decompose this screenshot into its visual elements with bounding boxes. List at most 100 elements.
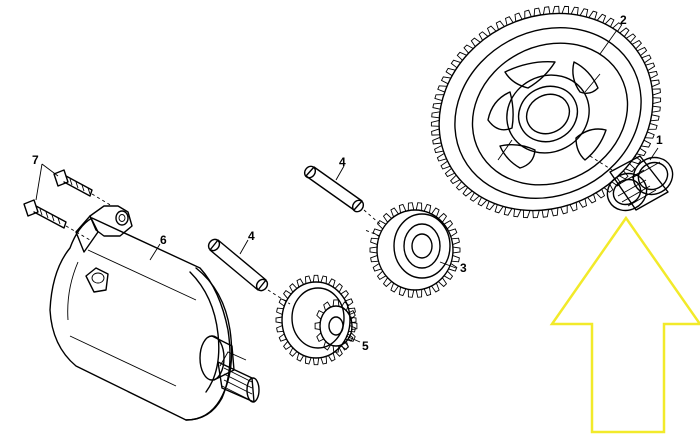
gear-tooth [486,25,497,35]
part-3-idler-gear [364,202,461,298]
gear-tooth [382,277,393,288]
part-7-bolts [23,169,113,241]
gear-tooth [278,298,287,307]
gear-tooth [431,282,440,293]
gear-tooth [432,102,442,110]
gear-tooth [455,181,467,191]
gear-tooth [595,189,606,199]
gear-tooth [289,283,298,293]
callout-7: 7 [32,153,39,167]
gear-tooth [596,13,607,23]
gear-tooth [283,341,292,351]
gear-tooth [448,228,458,237]
gear-tooth [332,299,340,307]
gear-tooth [452,246,461,254]
callout-2: 2 [620,13,627,27]
gear-tooth [443,270,454,280]
gear-tooth [398,203,407,214]
gear-tooth [382,212,393,223]
gear-tooth [463,44,474,54]
gear-tooth [283,289,292,299]
gear-tooth [641,54,652,64]
gear-tooth [423,286,432,297]
gear-tooth [631,39,643,50]
callout-1: 1 [656,133,663,147]
gear-tooth [430,119,440,127]
gear-tooth [423,203,432,214]
gear-tooth [652,88,661,96]
gear-tooth [437,212,448,223]
gear-tooth [641,139,652,148]
gear-tooth [390,282,399,293]
gear-tooth [436,153,447,162]
gear-tooth [444,167,455,178]
gear-tooth [569,202,578,212]
gear-tooth [648,70,658,79]
gear-tooth [561,5,569,14]
gear-tooth [348,307,356,315]
gear-tooth [524,9,532,19]
gear-tooth [296,278,305,288]
gear-tooth [451,237,460,246]
gear-tooth [415,289,423,298]
gear-tooth [448,263,458,272]
gear-tooth [296,352,305,362]
callout-4-lower: 4 [248,229,255,243]
gear-tooth [431,207,440,218]
gear-tooth [434,145,444,154]
gear-tooth [347,309,356,320]
gear-tooth [603,183,614,193]
gear-tooth [334,283,343,293]
gear-tooth [327,278,336,288]
leader-lines [35,29,659,343]
gear-tooth [312,274,320,283]
gear-tooth [504,16,514,26]
gear-tooth [533,7,542,17]
gear-tooth [495,20,505,30]
gear-tooth [579,8,589,17]
part-1-needle-bearing [589,155,674,212]
gear-tooth [631,155,642,165]
gear-tooth [289,347,298,357]
gear-tooth [645,62,656,71]
gear-tooth [485,201,496,211]
gear-tooth [560,205,568,215]
callout-6: 6 [160,233,167,247]
gear-tooth [604,17,615,28]
gear-tooth [578,198,588,208]
gear-tooth [469,192,480,202]
gear-tooth [625,33,637,43]
gear-tooth [372,228,382,237]
gear-tooth [351,321,358,331]
gear-tooth [588,10,598,20]
gear-tooth [278,333,287,342]
gear-tooth [550,207,559,217]
gear-tooth [434,94,444,102]
gear-tooth [340,301,349,311]
gear-tooth [542,6,551,15]
gear-tooth [370,254,379,263]
gear-tooth [407,289,415,298]
gear-tooth [440,160,451,170]
part-4-pin-upper [303,165,381,225]
gear-tooth [513,208,522,218]
gear-tooth [275,316,283,324]
gear-tooth [450,59,461,69]
gear-tooth [456,51,467,61]
callout-3: 3 [460,261,467,275]
gear-tooth [312,357,320,366]
callout-5: 5 [362,339,369,353]
gear-tooth [503,207,513,216]
highlight-arrow [549,215,700,434]
gear-tooth [478,31,489,41]
part-5-double-gear [275,274,358,366]
gear-tooth [327,352,336,362]
gear-tooth [334,347,343,357]
gear-tooth [619,27,630,37]
gear-tooth [316,332,325,343]
gear-tooth [532,210,540,219]
part-6-starter-motor [49,205,260,421]
gear-tooth [449,174,461,185]
gear-tooth [398,286,407,297]
